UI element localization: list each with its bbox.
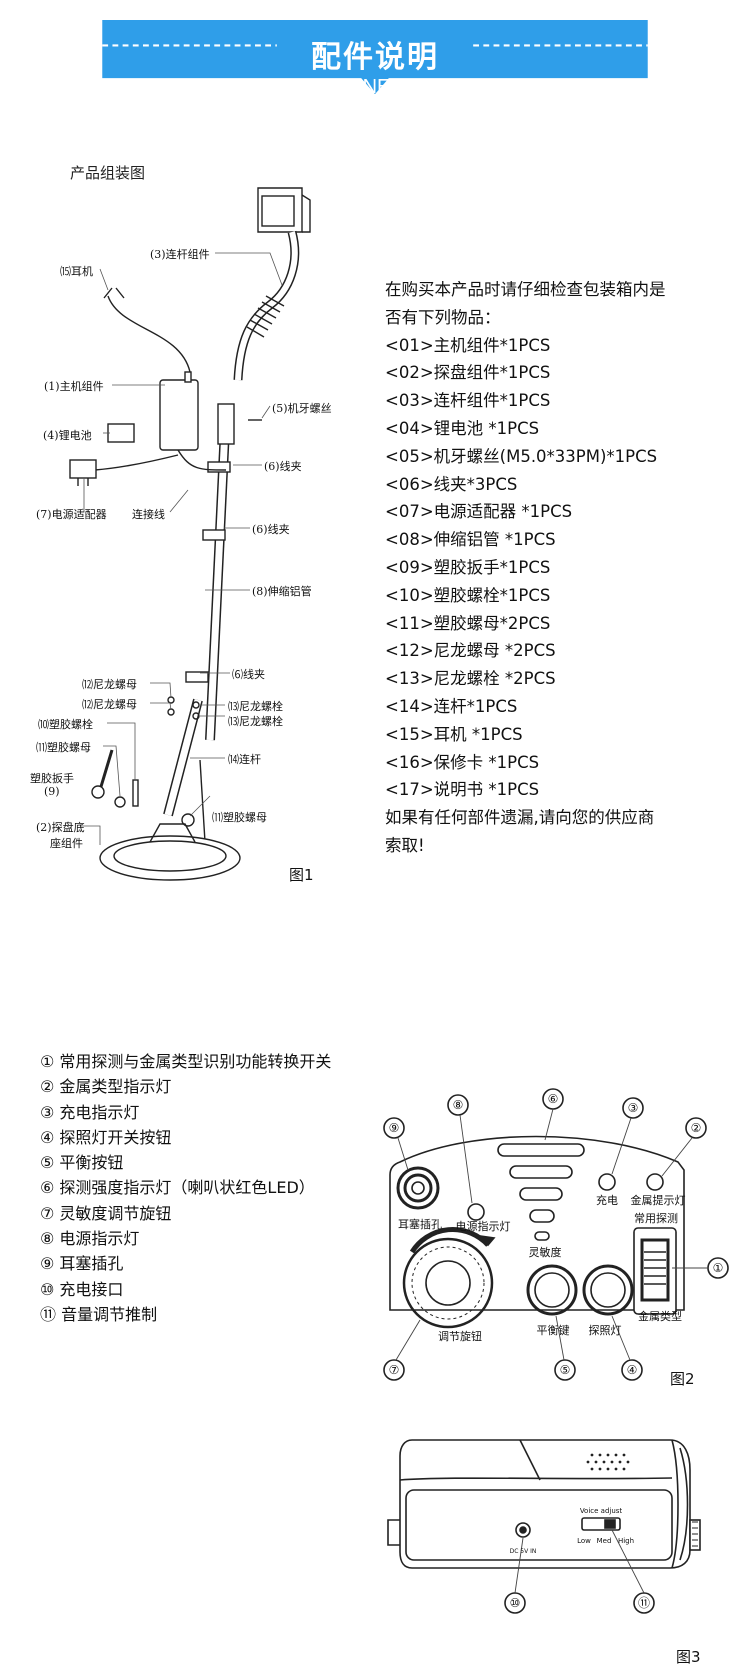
fig1-label-clip3: ⑹线夹 [232, 668, 265, 681]
parts-note: 如果有任何部件遗漏,请向您的供应商 [385, 808, 655, 828]
fig1-label-wrench-num: (9) [44, 785, 60, 798]
fig2-num-3: ③ [628, 1101, 639, 1115]
list-item: <17>说明书 *1PCS [385, 780, 540, 800]
fig2-metal-type-label: 金属类型 [638, 1309, 682, 1323]
fig2-charge-label: 充电 [596, 1193, 618, 1207]
side-view-diagram: ⑩ ⑪ DC 5V IN Voice adjust Low Med High [387, 1439, 701, 1614]
list-item: <10>塑胶螺栓*1PCS [385, 585, 551, 605]
fig1-heading: 产品组装图 [70, 164, 146, 182]
fig1-label-base-2: 座组件 [50, 837, 83, 850]
fig1-label-link: (3)连杆组件 [150, 248, 210, 261]
fig2-num-4: ④ [627, 1363, 638, 1377]
list-item: <06>线夹*3PCS [385, 474, 518, 494]
fig1-label-clip2: (6)线夹 [252, 523, 290, 536]
fig1-label-nut12a: ⑿尼龙螺母 [82, 678, 137, 691]
list-item: ⑪ 音量调节推制 [40, 1304, 158, 1324]
list-item: ④ 探照灯开关按钮 [40, 1127, 172, 1147]
fig2-num-6: ⑥ [548, 1092, 559, 1106]
list-item: <13>尼龙螺栓 *2PCS [385, 669, 556, 689]
list-item: <05>机牙螺丝(M5.0*33PM)*1PCS [385, 446, 658, 466]
list-item: ① 常用探测与金属类型识别功能转换开关 [40, 1052, 332, 1071]
list-item: <14>连杆*1PCS [385, 696, 518, 716]
fig3-num-11: ⑪ [638, 1596, 650, 1610]
parts-list: 在购买本产品时请仔细检查包装箱内是 否有下列物品： <01>主机组件*1PCS … [385, 276, 666, 860]
fig1-label-bolt13a: ⒀尼龙螺栓 [228, 700, 283, 713]
list-item: <16>保修卡 *1PCS [385, 752, 540, 772]
fig2-normal-mode-label: 常用探测 [634, 1212, 678, 1225]
fig1-label-rod14: ⒁连杆 [228, 753, 261, 766]
list-item: <08>伸缩铝管 *1PCS [385, 530, 556, 550]
list-item: ② 金属类型指示灯 [40, 1077, 172, 1097]
parts-intro: 在购买本产品时请仔细检查包装箱内是 [385, 280, 666, 299]
fig2-earphone-jack-label: 耳塞插孔 [398, 1217, 442, 1231]
control-panel-diagram: ⑨ ⑧ ⑥ ③ ② ① ⑦ ⑤ ④ 耳塞插孔 电源指示灯 充电 金属提示灯 常用… [383, 1088, 729, 1381]
list-item: <01>主机组件*1PCS [385, 335, 551, 355]
fig3-med-label: Med [597, 1537, 612, 1545]
list-item: ⑨ 耳塞插孔 [40, 1254, 124, 1274]
fig2-num-1: ① [713, 1261, 724, 1275]
header-banner [102, 20, 648, 95]
fig3-voice-adjust-label: Voice adjust [580, 1507, 623, 1515]
fig3-num-10: ⑩ [510, 1596, 521, 1610]
fig1-label-nut12b: ⑿尼龙螺母 [82, 698, 137, 711]
list-item: <12>尼龙螺母 *2PCS [385, 641, 556, 661]
fig1-label-nut11a: ⑾塑胶螺母 [36, 741, 91, 754]
assembly-diagram [69, 187, 311, 881]
fig1-label-nut11b: ⑾塑胶螺母 [212, 811, 267, 824]
fig2-num-5: ⑤ [560, 1363, 571, 1377]
list-item: ⑤ 平衡按钮 [40, 1153, 124, 1173]
fig1-label-screw: (5)机牙螺丝 [272, 402, 332, 415]
fig2-light-label: 探照灯 [589, 1324, 622, 1337]
fig3-caption: 图3 [676, 1648, 701, 1666]
fig1-label-wrench: 塑胶扳手 [30, 772, 74, 785]
page-title: 配件说明 [311, 40, 439, 75]
list-item: <11>塑胶螺母*2PCS [385, 613, 551, 633]
fig2-caption: 图2 [670, 1370, 695, 1388]
list-item: ⑩ 充电接口 [40, 1279, 124, 1299]
fig2-knob-label: 调节旋钮 [438, 1329, 482, 1343]
list-item: <09>塑胶扳手*1PCS [385, 557, 551, 577]
list-item: <07>电源适配器 *1PCS [385, 502, 573, 522]
list-item: <04>锂电池 *1PCS [385, 418, 540, 438]
fig1-label-main: (1)主机组件 [44, 380, 104, 393]
parts-intro: 否有下列物品： [385, 307, 501, 327]
fig1-label-bolt10: ⑽塑胶螺栓 [38, 718, 93, 731]
list-item: ⑦ 灵敏度调节旋钮 [40, 1203, 172, 1223]
fig2-num-8: ⑧ [453, 1098, 464, 1112]
fig2-num-7: ⑦ [389, 1363, 400, 1377]
fig2-sensitivity-label: 灵敏度 [529, 1245, 562, 1259]
fig1-label-tube: (8)伸缩铝管 [252, 585, 312, 598]
fig1-label-battery: (4)锂电池 [43, 429, 92, 442]
fig1-label-cable: 连接线 [132, 508, 165, 521]
fig1-label-bolt13b: ⒀尼龙螺栓 [228, 715, 283, 728]
fig2-balance-label: 平衡键 [537, 1323, 570, 1337]
control-legend: ① 常用探测与金属类型识别功能转换开关 ② 金属类型指示灯 ③ 充电指示灯 ④ … [40, 1049, 331, 1327]
fig1-label-earphone: ⒂耳机 [60, 265, 93, 278]
fig2-num-2: ② [691, 1121, 702, 1135]
fig3-dc-label: DC 5V IN [510, 1548, 537, 1555]
fig3-low-label: Low [577, 1537, 591, 1545]
fig1-label-base: (2)探盘底 [36, 821, 85, 834]
fig2-num-9: ⑨ [389, 1121, 400, 1135]
fig1-label-clip1: (6)线夹 [264, 460, 302, 473]
fig2-power-led-label: 电源指示灯 [456, 1219, 511, 1233]
list-item: ③ 充电指示灯 [40, 1102, 140, 1122]
page-subtitle: A MACHINE TO GET [280, 76, 470, 98]
fig2-metal-led-label: 金属提示灯 [631, 1193, 686, 1207]
list-item: <15>耳机 *1PCS [385, 724, 523, 744]
list-item: <03>连杆组件*1PCS [385, 391, 551, 411]
fig1-label-adapter: (7)电源适配器 [36, 508, 107, 521]
fig3-high-label: High [618, 1537, 634, 1545]
list-item: ⑧ 电源指示灯 [40, 1229, 140, 1249]
list-item: <02>探盘组件*1PCS [385, 363, 551, 383]
fig1-caption: 图1 [289, 866, 314, 884]
parts-note: 索取! [385, 835, 425, 855]
list-item: ⑥ 探测强度指示灯（喇叭状红色LED） [40, 1178, 315, 1198]
